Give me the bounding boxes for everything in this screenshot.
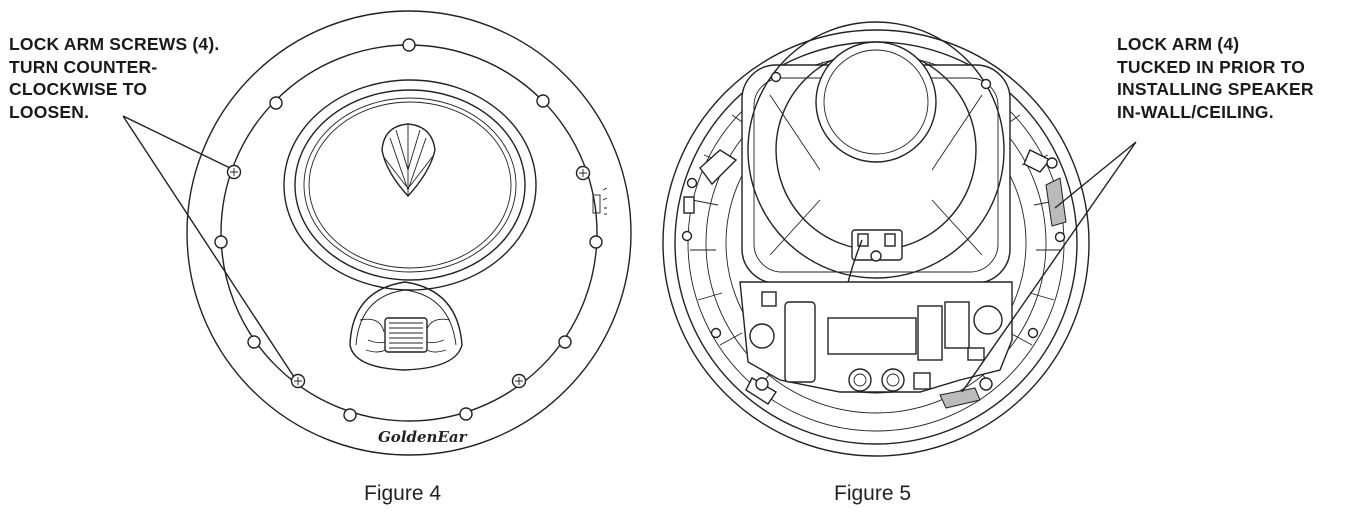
lock-arm-leader-lines (961, 141, 1137, 393)
phase-plug-logo (381, 123, 436, 198)
crossover-board (739, 281, 1013, 393)
magnet-cap (815, 41, 937, 163)
woofer-outer-surround (283, 79, 537, 291)
screw-leader-lines (122, 115, 295, 378)
speaker-outer-bezel (186, 10, 632, 456)
speaker-terminals (851, 229, 903, 262)
figure-5-speaker-back (662, 21, 1137, 457)
lock-arm-screws-callout: LOCK ARM SCREWS (4). TURN COUNTER- CLOCK… (9, 34, 220, 122)
figure-4-caption: Figure 4 (364, 482, 442, 505)
lock-arm-screw-set (226, 164, 591, 389)
basket-ring (747, 21, 1005, 279)
mounting-hole-set (214, 38, 603, 422)
tweeter-housing (349, 281, 463, 371)
back-outer-bezel (662, 29, 1090, 457)
brand-logo: GoldenEar (378, 428, 468, 446)
figure-5-caption: Figure 5 (834, 482, 912, 505)
lock-arm-set (699, 149, 1067, 409)
lock-arm-callout: LOCK ARM (4) TUCKED IN PRIOR TO INSTALLI… (1117, 34, 1314, 122)
rating-label (592, 187, 608, 215)
back-mounting-holes (681, 71, 1066, 339)
figure-4-speaker-front: GoldenEar (122, 10, 632, 456)
